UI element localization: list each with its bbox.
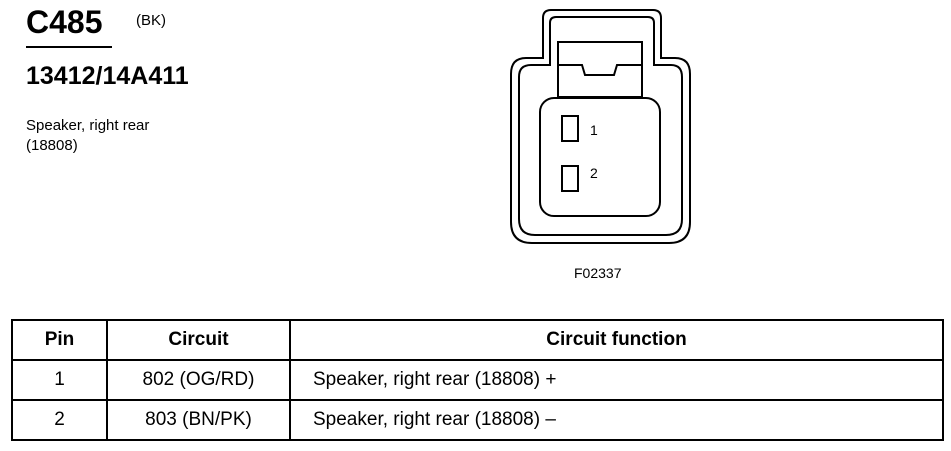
circuit-cell: 802 (OG/RD) [106,359,291,401]
header-circuit-function: Circuit function [289,319,944,361]
description-line-1: Speaker, right rear [26,117,150,134]
title-underline [26,46,112,48]
pin-1-cavity [561,115,579,142]
pinout-table: Pin Circuit Circuit function 1 802 (OG/R… [11,319,944,441]
locking-tab [557,41,643,98]
table-header-row: Pin Circuit Circuit function [11,319,944,361]
description-line-2: (18808) [26,137,78,154]
connector-inner-shell [518,16,683,236]
circuit-cell: 803 (BN/PK) [106,399,291,441]
table-row: 1 802 (OG/RD) Speaker, right rear (18808… [11,359,944,401]
pin-cell: 2 [11,399,108,441]
pin-2-cavity [561,165,579,192]
connector-description: Speaker, right rear (18808) [26,116,149,156]
pin-cell: 1 [11,359,108,401]
pin-2-label: 2 [590,165,598,181]
pin-cavity-block [539,97,661,217]
pin-1-label: 1 [590,122,598,138]
connector-color-code: (BK) [136,12,166,29]
locking-tab-notch [558,64,642,76]
table-row: 2 803 (BN/PK) Speaker, right rear (18808… [11,399,944,441]
connector-outer-shell [510,9,691,244]
part-number: 13412/14A411 [26,62,189,90]
figure-id: F02337 [574,265,622,281]
circuit-function-cell: Speaker, right rear (18808) – [289,399,944,441]
header-circuit: Circuit [106,319,291,361]
circuit-function-cell: Speaker, right rear (18808) + [289,359,944,401]
header-pin: Pin [11,319,108,361]
connector-id: C485 [26,4,103,40]
connector-face-diagram: 1 2 F02337 [510,9,691,281]
